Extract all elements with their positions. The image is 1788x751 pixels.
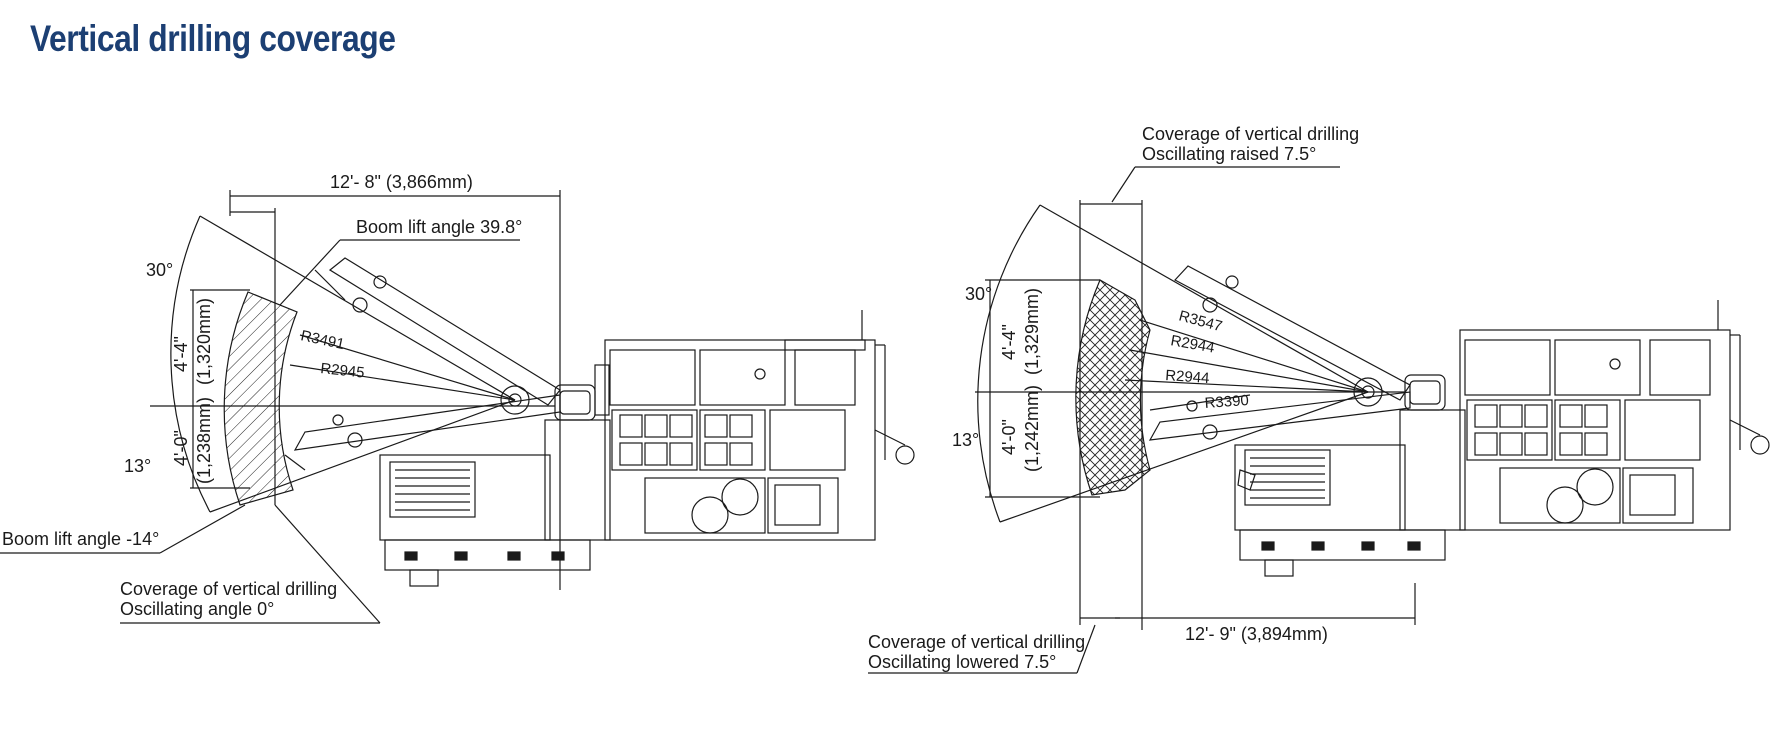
left-lower-height-ft: 4'-0": [171, 430, 191, 466]
right-raised-line2: Oscillating raised 7.5°: [1142, 144, 1316, 164]
right-radius-2-label: R2944: [1169, 332, 1215, 356]
left-vehicle-body: [379, 310, 915, 587]
right-vehicle-body: [1234, 300, 1770, 577]
right-angle-down-label: 13°: [952, 430, 979, 450]
right-upper-height-mm: (1,329mm): [1022, 288, 1042, 375]
left-radius-2-label: R2945: [320, 360, 366, 382]
right-width-dimension: 12'- 9" (3,894mm): [1185, 624, 1328, 644]
left-radius-1-label: R3491: [299, 327, 346, 353]
left-coverage-area: [223, 291, 298, 506]
right-radius-1-label: R3547: [1177, 307, 1224, 335]
left-boom-lift-down-label: Boom lift angle -14°: [2, 529, 159, 549]
left-upper-height-ft: 4'-4": [171, 336, 191, 372]
right-lower-height-mm: (1,242mm): [1022, 385, 1042, 472]
right-diagram: [868, 166, 1770, 674]
page-title: Vertical drilling coverage: [30, 18, 396, 59]
right-radius-4-label: R3390: [1204, 392, 1249, 412]
left-angle-up-label: 30°: [146, 260, 173, 280]
right-labels: Coverage of vertical drilling Oscillatin…: [868, 124, 1359, 672]
left-boom-lift-up-label: Boom lift angle 39.8°: [356, 217, 522, 237]
right-lowered-line2: Oscillating lowered 7.5°: [868, 652, 1056, 672]
right-upper-height-ft: 4'-4": [999, 324, 1019, 360]
left-angle-down-label: 13°: [124, 456, 151, 476]
left-coverage-line1: Coverage of vertical drilling: [120, 579, 337, 599]
left-upper-height-mm: (1,320mm): [194, 298, 214, 385]
right-lower-height-ft: 4'-0": [999, 419, 1019, 455]
left-diagram: [0, 190, 915, 624]
right-lowered-line1: Coverage of vertical drilling: [868, 632, 1085, 652]
right-radius-3-label: R2944: [1165, 367, 1210, 387]
left-labels: 12'- 8" (3,866mm) Boom lift angle 39.8° …: [2, 172, 522, 619]
right-coverage-area: [1075, 279, 1151, 496]
left-width-dimension: 12'- 8" (3,866mm): [330, 172, 473, 192]
left-lower-height-mm: (1,238mm): [194, 397, 214, 484]
left-coverage-line2: Oscillating angle 0°: [120, 599, 274, 619]
right-angle-up-label: 30°: [965, 284, 992, 304]
right-raised-line1: Coverage of vertical drilling: [1142, 124, 1359, 144]
